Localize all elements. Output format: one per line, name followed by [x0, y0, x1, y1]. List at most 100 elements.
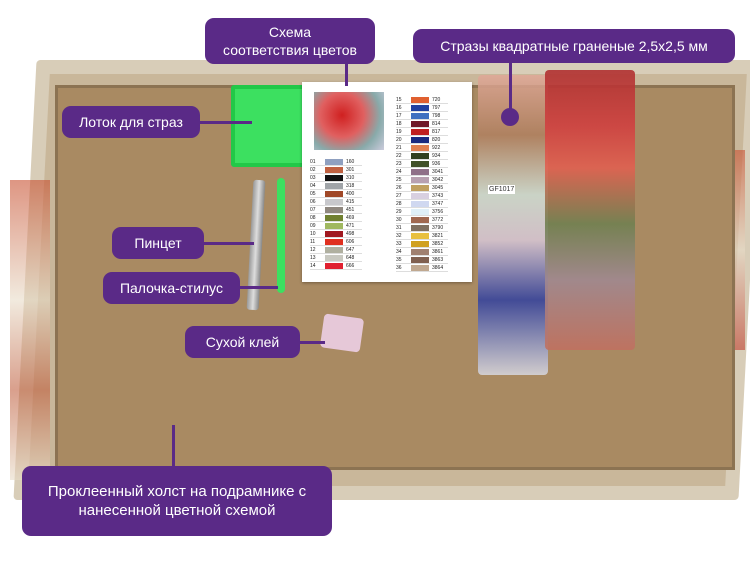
rhinestones-label: Стразы квадратные граненые 2,5x2,5 мм [413, 29, 735, 63]
color-number: 29 [396, 208, 402, 215]
color-code: 3852 [432, 240, 444, 247]
color-code: 3042 [432, 176, 444, 183]
color-number: 34 [396, 248, 402, 255]
color-code: 310 [346, 174, 355, 181]
color-code: 648 [346, 254, 355, 261]
color-code: 3790 [432, 224, 444, 231]
color-swatch [411, 128, 429, 135]
color-code: 666 [346, 262, 355, 269]
glue-label: Сухой клей [185, 326, 300, 358]
color-code: 922 [432, 144, 441, 151]
color-swatch [411, 208, 429, 215]
color-number: 33 [396, 240, 402, 247]
color-number: 06 [310, 198, 316, 205]
canvas-label: Проклеенный холст на подрамнике с нанесе… [22, 466, 332, 536]
color-swatch [325, 206, 343, 213]
color-swatch [325, 254, 343, 261]
color-swatch [325, 214, 343, 221]
color-number: 35 [396, 256, 402, 263]
color-code: 798 [432, 112, 441, 119]
color-code: 3864 [432, 264, 444, 271]
canvas-edge-pattern [10, 180, 50, 480]
pointer-line [509, 63, 512, 113]
color-swatch [411, 192, 429, 199]
color-number: 02 [310, 166, 316, 173]
color-swatch [325, 190, 343, 197]
chart-row: 14 666 [310, 262, 362, 270]
color-code: 160 [346, 158, 355, 165]
color-number: 20 [396, 136, 402, 143]
color-swatch [411, 168, 429, 175]
color-swatch [325, 262, 343, 269]
color-number: 14 [310, 262, 316, 269]
color-number: 21 [396, 144, 402, 151]
pointer-line [172, 425, 175, 466]
color-code: 3756 [432, 208, 444, 215]
color-code: 415 [346, 198, 355, 205]
color-swatch [411, 200, 429, 207]
stylus-label: Палочка-стилус [103, 272, 240, 304]
color-number: 31 [396, 224, 402, 231]
color-number: 28 [396, 200, 402, 207]
color-code: 3861 [432, 248, 444, 255]
color-swatch [411, 240, 429, 247]
color-swatch [411, 144, 429, 151]
color-code: 469 [346, 214, 355, 221]
color-swatch [411, 152, 429, 159]
color-swatch [411, 256, 429, 263]
color-swatch [411, 224, 429, 231]
chart-row: 21 922 [396, 144, 448, 152]
color-code: 498 [346, 230, 355, 237]
preview-picture [314, 92, 384, 150]
color-swatch [411, 232, 429, 239]
color-number: 01 [310, 158, 316, 165]
chart-row: 31 3790 [396, 224, 448, 232]
color-swatch [325, 166, 343, 173]
color-swatch [325, 158, 343, 165]
color-swatch [325, 238, 343, 245]
pointer-line [240, 286, 278, 289]
color-code: 400 [346, 190, 355, 197]
color-number: 03 [310, 174, 316, 181]
color-number: 18 [396, 120, 402, 127]
color-number: 32 [396, 232, 402, 239]
color-number: 12 [310, 246, 316, 253]
color-number: 11 [310, 238, 316, 245]
color-number: 07 [310, 206, 316, 213]
color-swatch [325, 222, 343, 229]
color-swatch [325, 198, 343, 205]
pointer-dot [501, 108, 519, 126]
color-number: 36 [396, 264, 402, 271]
color-code: 3041 [432, 168, 444, 175]
color-number: 22 [396, 152, 402, 159]
color-swatch [411, 184, 429, 191]
bag-code: GF1017 [488, 185, 516, 194]
chart-row: 06 415 [310, 198, 362, 206]
color-number: 04 [310, 182, 316, 189]
color-number: 19 [396, 128, 402, 135]
color-code: 451 [346, 206, 355, 213]
color-swatch [411, 112, 429, 119]
chart-label: Схема соответствия цветов [205, 18, 375, 64]
pointer-line [345, 64, 348, 86]
pointer-line [200, 121, 252, 124]
color-code: 3772 [432, 216, 444, 223]
stylus-pen [277, 178, 285, 293]
